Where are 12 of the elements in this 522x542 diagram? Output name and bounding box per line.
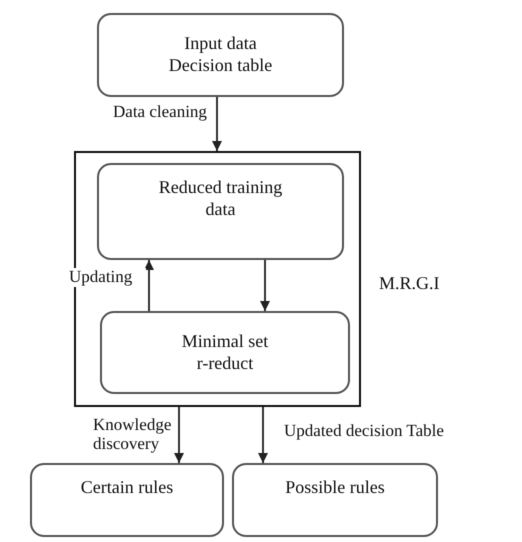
arrow (174, 407, 184, 463)
process-box: Reduced training data (97, 163, 344, 260)
arrow (144, 260, 154, 311)
process-box: Certain rules (30, 463, 224, 537)
group-title: M.R.G.I (379, 273, 440, 294)
process-box: Possible rules (232, 463, 438, 537)
arrow (260, 260, 270, 311)
arrow (258, 407, 268, 463)
process-box: Minimal set r-reduct (100, 311, 350, 394)
process-box: Input data Decision table (97, 13, 344, 97)
edge-label: Updating (68, 268, 146, 287)
arrow (212, 97, 222, 151)
